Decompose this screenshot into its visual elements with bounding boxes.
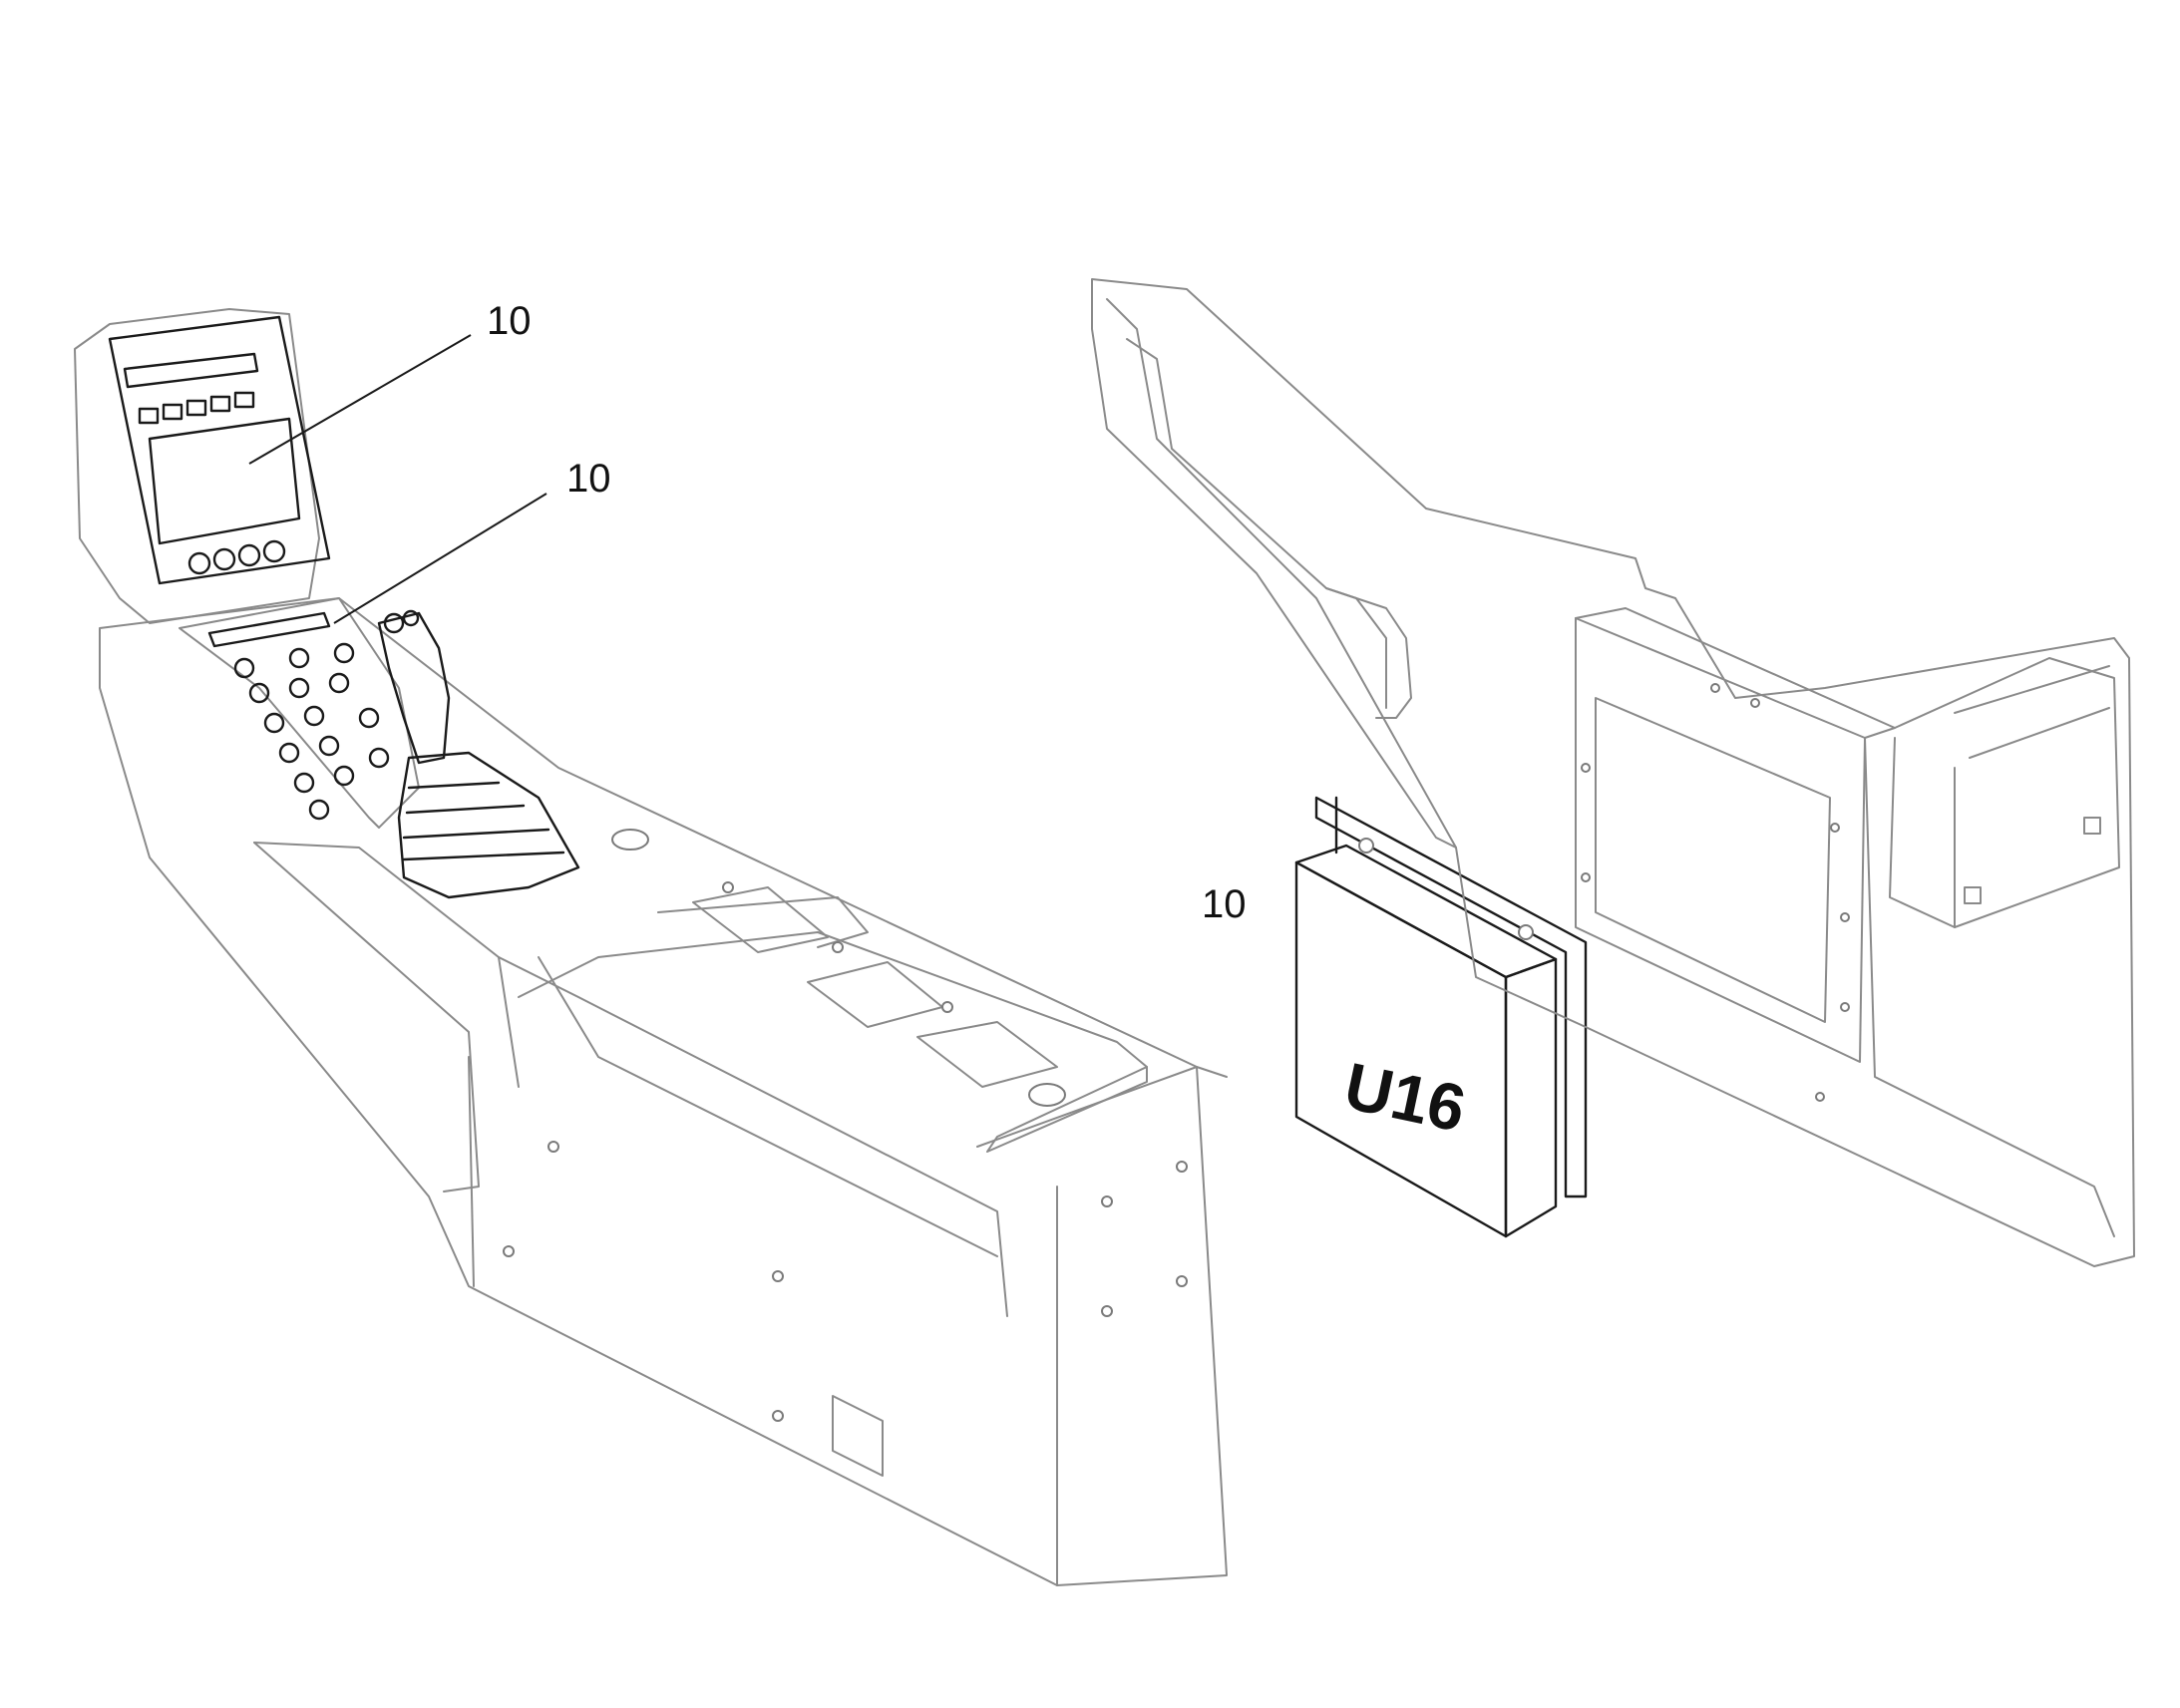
operator-console (99, 597, 1228, 1586)
callout-module: 10 (1202, 882, 1247, 926)
display-bezel (108, 315, 331, 585)
callout-label-module: 10 (1202, 882, 1247, 926)
bracket-frame-inner (1595, 697, 1831, 1023)
display-top-buttons (138, 391, 255, 425)
leader-keypad (333, 493, 547, 624)
module-box-top (1294, 844, 1558, 979)
module-label: U16 (1338, 1048, 1472, 1146)
callout-label-display: 10 (487, 299, 532, 343)
electronic-module-u16[interactable]: U16 (1294, 796, 1588, 1238)
keypad-switches (233, 642, 390, 821)
mounting-bracket (1091, 278, 2135, 1267)
joystick-bellows (397, 751, 580, 899)
leader-display (248, 334, 472, 465)
tray-slot-1 (692, 886, 829, 953)
bracket-end-block (1889, 657, 2120, 928)
callout-keypad: 10 (333, 457, 611, 624)
tray-slot-3 (916, 1021, 1058, 1088)
joystick-grip (377, 611, 451, 765)
display-unit (74, 308, 331, 624)
module-backplate (1314, 796, 1588, 1198)
module-box-side (1504, 957, 1558, 1238)
console-body (99, 597, 1228, 1586)
tray-slot-2 (807, 961, 943, 1028)
display-bottom-buttons (187, 539, 286, 575)
callout-label-keypad: 10 (566, 457, 611, 501)
keypad-top-strip (207, 611, 331, 648)
access-cutout (832, 1395, 884, 1477)
display-screen (148, 417, 301, 545)
display-housing (74, 308, 320, 624)
display-header-strip (123, 352, 259, 389)
joystick (377, 609, 580, 899)
bracket-outline (1091, 278, 2135, 1267)
console-lid (986, 1066, 1148, 1153)
callout-display: 10 (248, 299, 532, 465)
bracket-frame-outer (1575, 617, 1866, 1063)
